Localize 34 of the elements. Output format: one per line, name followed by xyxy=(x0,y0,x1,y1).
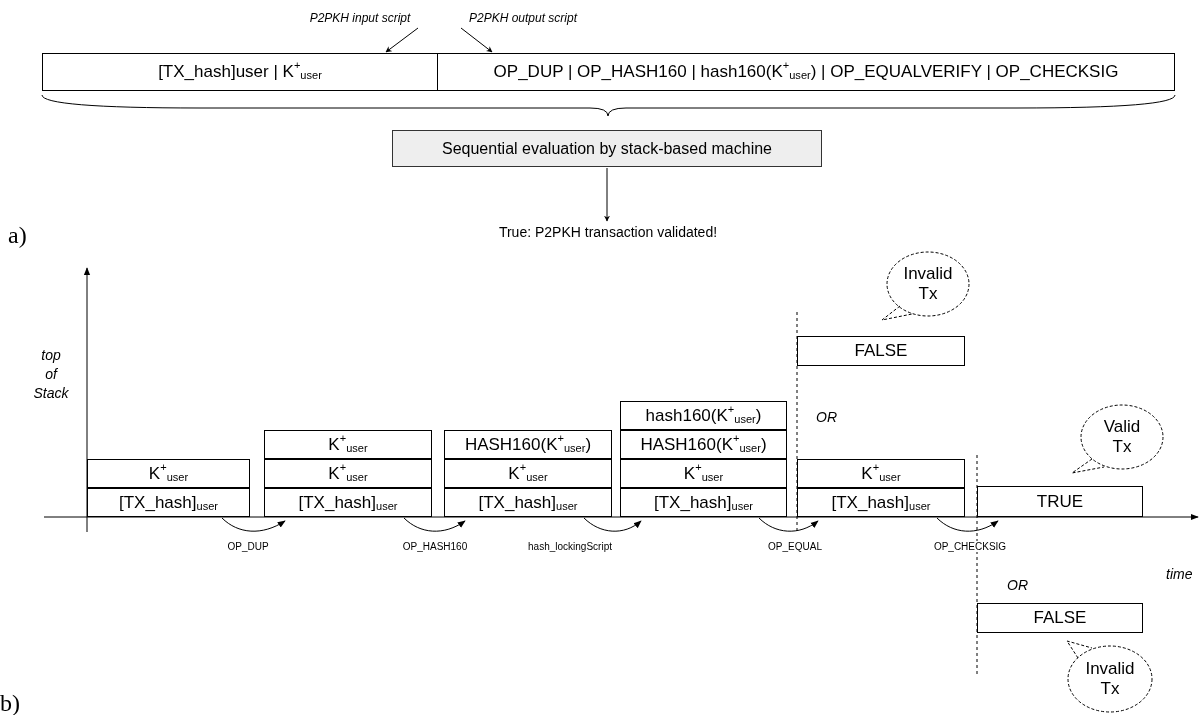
axis-label: top of Stack xyxy=(32,346,70,403)
stack-entry: [TX_hash]$_{user}$ xyxy=(797,488,965,517)
leader-arrow xyxy=(460,27,493,53)
curved-arrow xyxy=(758,517,819,532)
stack-entry: [TX_hash]$_{user}$ xyxy=(620,488,787,517)
stack-entry: FALSE xyxy=(977,603,1143,633)
edge-label: OP_DUP xyxy=(226,541,270,552)
stack-entry: [TX_hash]$_{user}$ xyxy=(444,488,612,517)
annotation-text: P2PKH input script xyxy=(290,9,430,27)
axis-label: time xyxy=(1166,566,1193,582)
stack-entry: [TX_hash]$_{user}$ xyxy=(264,488,432,517)
stack-entry: hash160(K$^{+}$$_{user}$) xyxy=(620,401,787,430)
leader-arrow xyxy=(385,27,419,53)
stack-entry: TRUE xyxy=(977,486,1143,517)
curved-arrow xyxy=(221,517,286,532)
script-field: OP_DUP | OP_HASH160 | hash160(K$^{+}$$_{user}$) | OP_EQUALVERIFY | OP_CHECKSIG xyxy=(437,53,1175,91)
edge-label: OP_HASH160 xyxy=(401,541,469,552)
edge-label: OP_EQUAL xyxy=(767,541,823,552)
curved-arrow xyxy=(936,517,999,532)
edge-label: hash_lockingScript xyxy=(527,541,613,552)
annotation-text: P2PKH output script xyxy=(448,9,598,27)
curved-arrow xyxy=(403,517,466,532)
stack-entry: HASH160(K$^{+}$$_{user}$) xyxy=(620,430,787,459)
arrow xyxy=(604,167,610,222)
stack-entry: HASH160(K$^{+}$$_{user}$) xyxy=(444,430,612,459)
process-box: Sequential evaluation by stack-based machine xyxy=(392,130,822,167)
stack-entry: [TX_hash]$_{user}$ xyxy=(87,488,250,517)
edge-label: OP_CHECKSIG xyxy=(932,541,1008,552)
or-label: OR xyxy=(1007,577,1028,593)
panel-label: a) xyxy=(8,222,27,249)
curved-arrow xyxy=(583,517,642,532)
or-label: OR xyxy=(816,409,837,425)
result-text: True: P2PKH transaction validated! xyxy=(440,222,776,242)
stack-entry: FALSE xyxy=(797,336,965,366)
